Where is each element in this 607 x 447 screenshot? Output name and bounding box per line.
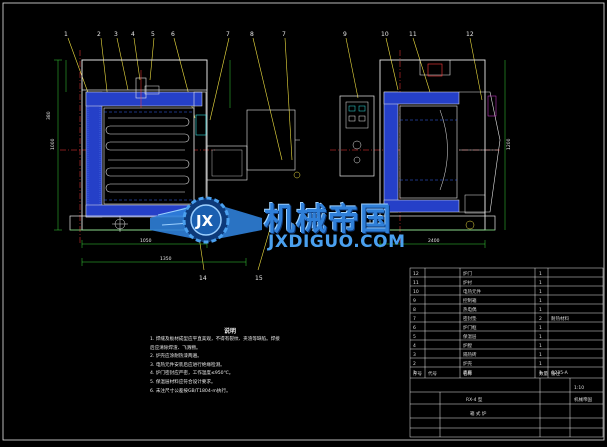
parts-header-no: 序号 [413,370,422,377]
parts-cell-no: 10 [413,289,419,295]
parts-cell-name: 隔热砖 [463,351,477,358]
dimension-label: 1350 [160,256,172,262]
parts-header-code: 代号 [428,370,437,377]
title-block [409,267,604,438]
parts-header-name: 名称 [463,370,472,377]
parts-cell-qty: 1 [539,280,542,286]
technical-notes: 说明 1. 焊缝及板材成型应平直美观，不得有裂纹、夹渣等缺陷。焊接 后应清除焊渣… [150,328,400,396]
notes-title: 说明 [224,328,237,335]
watermark-cn-text: 机械帝国 [264,202,392,238]
parts-cell-no: 3 [413,352,416,358]
balloon-label: 14 [199,275,207,282]
parts-cell-qty: 1 [539,298,542,304]
balloon-label: 9 [343,31,347,38]
balloon-label: 12 [466,31,474,38]
parts-cell-name: 炉门框 [463,324,477,331]
balloon-label: 15 [255,275,263,282]
balloon-label: 10 [381,31,389,38]
parts-cell-qty: 1 [539,361,542,367]
notes-line: 后应清除焊渣、飞溅物。 [150,345,201,351]
parts-cell-no: 9 [413,298,416,304]
title-block-text: RX-4 型 箱 式 炉 1:10 机械帝国 [466,385,592,417]
balloon-labels: 1 2 3 4 5 6 7 8 7 9 10 11 12 14 15 [64,31,474,282]
balloon-label: 1 [64,31,68,38]
parts-cell-note: Q235-A [551,370,569,376]
parts-cell-no: 12 [413,271,419,277]
balloon-label: 6 [171,31,175,38]
school-name: 机械帝国 [574,396,592,403]
parts-cell-name: 炉门 [463,270,472,277]
notes-line: 6. 未注尺寸公差按GB/T1804-m执行。 [150,388,231,394]
scale: 1:10 [574,385,584,391]
parts-cell-name: 控制箱 [463,297,477,304]
front-view: 380 1000 1050 1350 [46,50,301,266]
parts-cell-name: 热电偶 [463,306,477,313]
parts-cell-name: 底座 [463,369,472,376]
balloon-label: 2 [97,31,101,38]
dimension-label: 1000 [50,138,56,150]
parts-cell-no: 4 [413,343,416,349]
parts-cell-name: 电热元件 [463,288,481,295]
balloon-label: 3 [114,31,118,38]
dimension-label: 1200 [506,138,512,150]
balloon-label: 4 [131,31,135,38]
dimension-label: 1050 [140,238,152,244]
drawing-model: RX-4 型 [466,396,483,403]
balloon-leaders [67,37,483,271]
parts-cell-name: 炉衬 [463,279,472,286]
logo-letters: JX [195,212,214,230]
balloon-label: 7 [282,31,286,38]
balloon-label: 11 [409,31,417,38]
parts-cell-no: 5 [413,334,416,340]
watermark-logo: JX [150,196,262,244]
parts-cell-no: 2 [413,361,416,367]
parts-cell-qty: 1 [539,334,542,340]
balloon-label: 5 [151,31,155,38]
parts-cell-name: 保温层 [463,333,477,340]
parts-header-note: 备注 [551,370,560,377]
balloon-label: 7 [226,31,230,38]
dimension-label: 2400 [428,238,440,244]
watermark-en-text: JXDIGUO.COM [268,232,406,252]
balloon-label: 8 [250,31,254,38]
notes-line: 5. 保温层材料应符合设计要求。 [150,379,216,385]
sheet-border [2,2,605,441]
parts-cell-note: 耐热材料 [551,315,569,322]
parts-cell-name: 炉膛 [463,342,472,349]
parts-header-qty: 数量 [539,370,548,377]
parts-cell-qty: 1 [539,325,542,331]
notes-line: 1. 焊缝及板材成型应平直美观，不得有裂纹、夹渣等缺陷。焊接 [150,337,280,342]
parts-cell-qty: 1 [539,271,542,277]
parts-cell-no: 1 [413,370,416,376]
side-view: 2400 1200 [330,50,512,248]
parts-cell-no: 7 [413,316,416,322]
drawing-name: 箱 式 炉 [470,410,487,417]
parts-cell-qty: 1 [539,289,542,295]
parts-cell-qty: 1 [539,370,542,376]
parts-cell-no: 6 [413,325,416,331]
parts-cell-name: 炉壳 [463,360,472,367]
parts-cell-no: 11 [413,280,419,286]
parts-cell-qty: 2 [539,316,542,322]
dimension-label: 380 [46,111,52,120]
parts-cell-name: 密封垫 [463,315,477,322]
parts-cell-qty: 1 [539,307,542,313]
notes-line: 3. 电热元件安装后应进行绝缘检测。 [150,362,225,368]
notes-line: 4. 炉门密封应严密，工作温度≤950℃。 [150,371,234,377]
parts-cell-no: 8 [413,307,416,313]
parts-cell-qty: 1 [539,343,542,349]
parts-cell-qty: 1 [539,352,542,358]
notes-line: 2. 炉壳应涂耐热漆两遍。 [150,354,202,360]
